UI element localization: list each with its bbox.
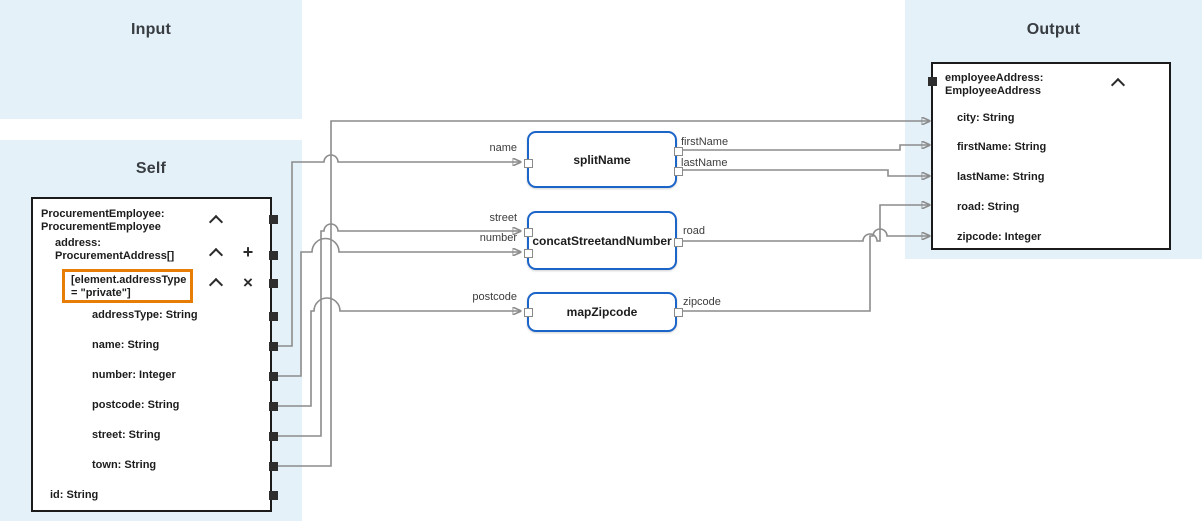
port-label-firstname: firstName <box>681 136 729 148</box>
port-label-street: street <box>489 212 517 224</box>
port-address[interactable] <box>269 251 278 260</box>
wire-name-to-splitname[interactable] <box>277 154 521 347</box>
self-structure-box: ProcurementEmployee: ProcurementEmployee… <box>31 197 278 512</box>
collapse-chevron-icon[interactable] <box>1110 77 1126 93</box>
tree-node-employeeaddress[interactable]: employeeAddress: EmployeeAddress <box>945 72 1044 97</box>
wire-street-to-concat[interactable] <box>277 223 521 437</box>
port-postcode[interactable] <box>269 402 278 411</box>
wire-zipcode-to-output[interactable] <box>682 228 930 312</box>
output-field-lastname[interactable]: lastName: String <box>957 171 1045 183</box>
collapse-chevron-icon[interactable] <box>208 247 224 263</box>
port-mapzipcode-out-zipcode[interactable] <box>674 308 683 317</box>
port-town[interactable] <box>269 462 278 471</box>
port-concat-in-number[interactable] <box>524 249 533 258</box>
port-addresstype[interactable] <box>269 312 278 321</box>
output-structure-box: employeeAddress: EmployeeAddress city: S… <box>928 62 1171 250</box>
self-panel-title: Self <box>135 160 167 177</box>
output-panel-title: Output <box>1026 21 1081 38</box>
wire-postcode-to-mapzipcode[interactable] <box>277 297 521 407</box>
function-label: mapZipcode <box>566 305 638 319</box>
self-field-name[interactable]: name: String <box>92 339 160 351</box>
port-id[interactable] <box>269 491 278 500</box>
tree-node-address[interactable]: address: ProcurementAddress[] <box>55 237 175 262</box>
self-field-id[interactable]: id: String <box>50 489 99 501</box>
port-employeeaddress[interactable] <box>928 77 937 86</box>
port-label-number: number <box>479 232 517 244</box>
filter-expression-highlight[interactable]: [element.addressType = "private"] <box>62 269 193 303</box>
wire-road-to-output[interactable] <box>682 205 930 242</box>
port-label-name: name <box>489 142 517 154</box>
port-name[interactable] <box>269 342 278 351</box>
self-field-addresstype[interactable]: addressType: String <box>92 309 198 321</box>
remove-icon[interactable]: × <box>243 273 253 292</box>
port-label-postcode: postcode <box>472 291 517 303</box>
port-splitname-in-name[interactable] <box>524 159 533 168</box>
port-concat-out-road[interactable] <box>674 238 683 247</box>
port-mapzipcode-in-postcode[interactable] <box>524 308 533 317</box>
port-filter[interactable] <box>269 279 278 288</box>
port-street[interactable] <box>269 432 278 441</box>
function-splitname[interactable]: splitName <box>524 131 683 188</box>
self-field-town[interactable]: town: String <box>92 459 157 471</box>
tree-node-procurementemployee[interactable]: ProcurementEmployee: ProcurementEmployee <box>41 208 165 233</box>
function-mapzipcode[interactable]: mapZipcode <box>524 292 683 332</box>
function-label: splitName <box>573 152 631 167</box>
self-field-street[interactable]: street: String <box>92 429 161 441</box>
self-field-number[interactable]: number: Integer <box>92 369 176 381</box>
function-concatstreetandnumber[interactable]: concatStreetandNumber <box>524 211 683 270</box>
input-panel-title: Input <box>130 21 172 38</box>
port-label-lastname: lastName <box>681 157 728 169</box>
tree-node-filter-expression[interactable]: [element.addressType = "private"] <box>71 274 187 299</box>
self-field-postcode[interactable]: postcode: String <box>92 399 180 411</box>
port-splitname-out-lastname[interactable] <box>674 167 683 176</box>
input-panel: Input <box>0 0 302 119</box>
port-label-zipcode: zipcode <box>683 296 721 308</box>
port-splitname-out-firstname[interactable] <box>674 147 683 156</box>
port-procurementemployee[interactable] <box>269 215 278 224</box>
port-label-road: road <box>683 225 706 237</box>
wire-lastname-to-output[interactable] <box>682 169 930 176</box>
function-label: concatStreetandNumber <box>532 233 672 248</box>
wire-number-to-concat[interactable] <box>277 237 521 377</box>
collapse-chevron-icon[interactable] <box>208 214 224 230</box>
port-concat-in-street[interactable] <box>524 228 533 237</box>
wire-town-to-city[interactable] <box>277 121 930 467</box>
collapse-chevron-icon[interactable] <box>208 277 224 293</box>
output-field-road[interactable]: road: String <box>957 201 1020 213</box>
add-icon[interactable]: + <box>242 242 254 262</box>
wire-firstname-to-output[interactable] <box>682 145 930 151</box>
output-field-firstname[interactable]: firstName: String <box>957 141 1047 153</box>
output-field-city[interactable]: city: String <box>957 112 1015 124</box>
port-number[interactable] <box>269 372 278 381</box>
output-field-zipcode[interactable]: zipcode: Integer <box>957 231 1042 243</box>
